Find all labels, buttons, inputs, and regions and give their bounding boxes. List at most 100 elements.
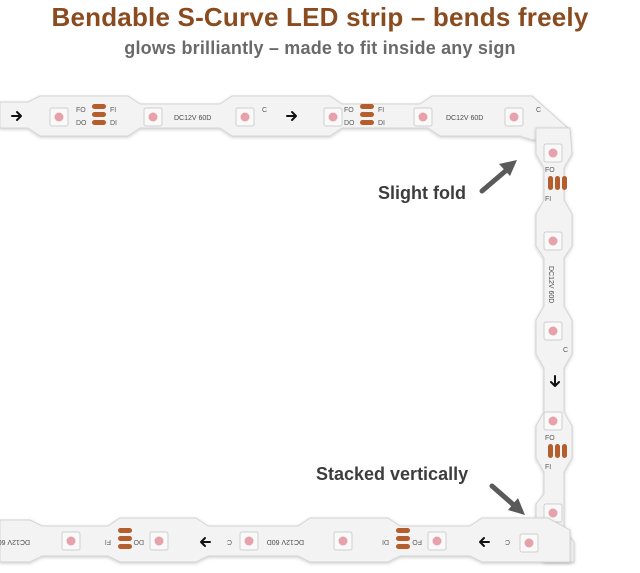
- vertical-pad-group-2: FO FI: [545, 435, 567, 471]
- solder-pad: [562, 176, 567, 190]
- bottom-led-2: [149, 531, 169, 551]
- led-core: [548, 148, 558, 158]
- product-header: Bendable S-Curve LED strip – bends freel…: [0, 0, 640, 70]
- stacked-vertically-arrow-icon: [489, 483, 519, 510]
- led-core: [548, 416, 558, 426]
- stacked-vertically-callout: Stacked vertically: [316, 464, 469, 484]
- pin-label: DI: [110, 120, 117, 127]
- pin-label: DI: [382, 538, 389, 545]
- solder-pad: [118, 544, 132, 549]
- led-core: [548, 508, 558, 518]
- top-led-3: [235, 107, 255, 127]
- pin-label: C: [227, 538, 232, 545]
- direction-arrow-icon: [550, 375, 560, 387]
- pin-label: DO: [76, 120, 87, 127]
- top-led-2: [143, 107, 163, 127]
- solder-pad: [396, 544, 410, 549]
- bottom-led-4: [333, 531, 353, 551]
- led-chip: [504, 107, 524, 127]
- led-chip: [49, 107, 69, 127]
- top-pad-group-1: FO DO FI DI: [76, 104, 117, 127]
- solder-pad: [92, 112, 106, 117]
- led-chip: [333, 531, 353, 551]
- vertical-led-1: [543, 143, 563, 163]
- pin-label: FI: [545, 464, 551, 471]
- pin-label: FI: [110, 107, 116, 114]
- top-strip: FO DO FI DI FO DO FI DI: [0, 95, 569, 141]
- top-led-1: [49, 107, 69, 127]
- bottom-led-3: [239, 531, 259, 551]
- solder-pad: [360, 120, 374, 125]
- bottom-strip: FI DO DI FO: [0, 517, 571, 563]
- led-core: [54, 112, 64, 122]
- led-core: [509, 112, 519, 122]
- vertical-led-3: [543, 321, 563, 341]
- led-chip: [239, 531, 259, 551]
- led-chip: [235, 107, 255, 127]
- solder-pad: [92, 104, 106, 109]
- direction-arrow-icon: [11, 111, 22, 121]
- direction-arrow-icon: [479, 537, 490, 547]
- voltage-label: DC12V 60D: [446, 115, 483, 122]
- pin-label: FO: [344, 107, 354, 114]
- vertical-led-5: [543, 503, 563, 523]
- solder-pad: [396, 536, 410, 541]
- pin-label: FO: [545, 167, 555, 174]
- pin-label: DO: [133, 538, 144, 545]
- direction-arrow-icon: [200, 537, 211, 547]
- top-led-5: [413, 107, 433, 127]
- led-chip: [543, 411, 563, 431]
- bottom-pad-group-2: DI FO: [382, 528, 422, 549]
- solder-pad: [360, 112, 374, 117]
- solder-pad: [92, 120, 106, 125]
- bottom-led-1: [61, 531, 81, 551]
- led-chip: [543, 143, 563, 163]
- led-chip: [323, 107, 343, 127]
- voltage-label: DC12V 60D: [174, 115, 211, 122]
- led-core: [548, 236, 558, 246]
- page-title: Bendable S-Curve LED strip – bends freel…: [51, 2, 589, 32]
- stacked-vertically-arrowhead-icon: [508, 498, 525, 515]
- led-core: [432, 536, 442, 546]
- led-chip: [543, 503, 563, 523]
- solder-pad: [548, 176, 553, 190]
- pin-label: DO: [344, 120, 355, 127]
- led-chip: [427, 531, 447, 551]
- solder-pad: [396, 528, 410, 533]
- direction-arrow-icon: [286, 111, 297, 121]
- pin-label: C: [262, 107, 267, 114]
- slight-fold-arrowhead-icon: [499, 160, 517, 176]
- callout-arrows: [479, 160, 525, 515]
- led-core: [154, 536, 164, 546]
- led-chip: [543, 231, 563, 251]
- led-core: [338, 536, 348, 546]
- led-chip: [143, 107, 163, 127]
- led-core: [328, 112, 338, 122]
- page-subtitle: glows brilliantly – made to fit inside a…: [124, 38, 516, 58]
- pin-label: C: [505, 538, 510, 545]
- solder-pad: [562, 444, 567, 458]
- vertical-pad-group-1: FO FI: [545, 167, 567, 203]
- vertical-strip-board: [535, 127, 575, 563]
- solder-pad: [118, 528, 132, 533]
- pin-label: C: [563, 347, 568, 354]
- bottom-strip-board: [0, 517, 571, 563]
- led-chip: [61, 531, 81, 551]
- led-core: [524, 538, 534, 548]
- voltage-label: DC12V 60D: [547, 266, 554, 303]
- top-led-4: [323, 107, 343, 127]
- pin-label: FO: [76, 107, 86, 114]
- led-chip: [519, 533, 539, 553]
- solder-pad: [548, 444, 553, 458]
- slight-fold-arrow-icon: [479, 165, 512, 194]
- vertical-led-2: [543, 231, 563, 251]
- pin-label: FI: [105, 538, 111, 545]
- solder-pad: [360, 104, 374, 109]
- bottom-led-5: [427, 531, 447, 551]
- led-core: [244, 536, 254, 546]
- bottom-pad-group-1: FI DO: [105, 528, 144, 549]
- pin-label: FI: [378, 107, 384, 114]
- solder-pad: [555, 176, 560, 190]
- vertical-strip: FO FI FO FI DC12V 60D: [535, 127, 575, 563]
